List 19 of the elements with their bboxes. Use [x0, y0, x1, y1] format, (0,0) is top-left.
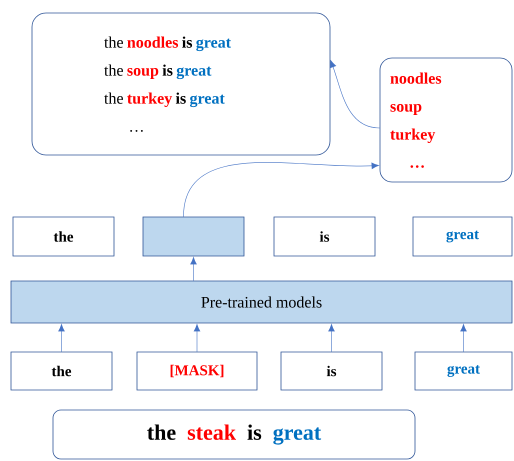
arrow: [183, 162, 379, 217]
token-box: great: [414, 352, 512, 390]
token-box: [142, 216, 244, 256]
token-box: great: [412, 216, 512, 256]
token-box: is: [274, 216, 376, 256]
model-bar: Pre-trained models: [10, 280, 512, 324]
arrow: [58, 324, 65, 352]
candidate-words-box: noodles soup turkey …: [380, 58, 512, 182]
output-sentences-box: the noodles is great the soup is great the turkey is great …: [32, 12, 330, 156]
arrow: [328, 324, 335, 352]
arrow: [330, 60, 380, 128]
token-box: is: [280, 352, 382, 390]
token-box: the: [12, 216, 114, 256]
input-sentence-box: the steak is great: [52, 410, 416, 460]
arrow: [190, 257, 197, 281]
token-box: [MASK]: [136, 352, 258, 390]
arrow: [194, 324, 200, 352]
token-box: the: [10, 352, 112, 390]
arrow: [460, 324, 467, 352]
